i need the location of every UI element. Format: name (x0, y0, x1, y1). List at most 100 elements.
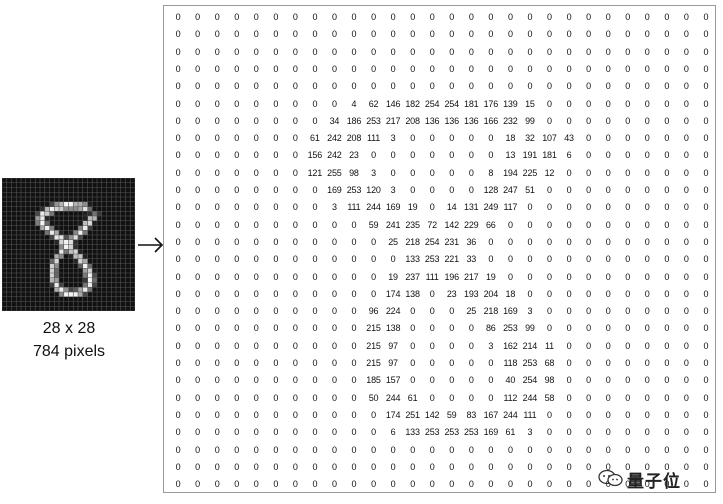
matrix-cell: 0 (214, 150, 220, 161)
matrix-cell: 0 (547, 12, 552, 22)
matrix-cell: 0 (410, 479, 415, 490)
matrix-cell: 244 (522, 392, 538, 403)
pixel-cell (49, 263, 55, 269)
matrix-cell: 58 (544, 392, 555, 403)
matrix-cell: 0 (566, 46, 572, 57)
matrix-cell: 0 (175, 461, 181, 472)
matrix-cell: 120 (366, 185, 381, 195)
matrix-cell: 0 (605, 219, 611, 230)
matrix-cell: 0 (664, 461, 670, 472)
pixel-cell (59, 206, 64, 212)
matrix-cell: 0 (644, 133, 650, 144)
matrix-cell: 0 (234, 254, 240, 265)
pixel-cell (87, 268, 93, 273)
matrix-cell: 0 (449, 375, 455, 386)
matrix-cell: 0 (566, 81, 572, 92)
matrix-cell: 0 (234, 115, 240, 126)
matrix-cell: 0 (625, 271, 631, 282)
matrix-cell: 15 (525, 98, 535, 109)
matrix-cell: 242 (327, 150, 342, 161)
pixel-cell (59, 249, 64, 254)
pixel-cell (59, 254, 64, 259)
matrix-cell: 0 (644, 392, 650, 403)
matrix-cell: 0 (312, 81, 318, 92)
pixel-cell (73, 258, 78, 264)
pixel-cell (82, 273, 88, 278)
matrix-cell: 225 (522, 167, 538, 178)
matrix-cell: 0 (312, 236, 318, 247)
matrix-cell: 0 (527, 271, 533, 282)
matrix-cell: 0 (234, 479, 240, 490)
matrix-cell: 0 (625, 288, 631, 299)
matrix-cell: 0 (273, 115, 279, 126)
matrix-cell: 0 (312, 202, 318, 213)
matrix-cell: 0 (234, 271, 240, 282)
matrix-cell: 0 (175, 392, 181, 403)
matrix-cell: 96 (368, 306, 379, 317)
pixel-cell (54, 273, 59, 278)
matrix-cell: 0 (625, 427, 631, 438)
matrix-cell: 0 (664, 358, 670, 368)
matrix-cell: 0 (351, 46, 357, 57)
matrix-cell: 0 (683, 358, 689, 368)
matrix-cell: 0 (312, 115, 318, 126)
pixel-cell (78, 225, 83, 231)
matrix-cell: 174 (385, 409, 401, 420)
matrix-cell: 0 (312, 340, 318, 351)
matrix-cell: 0 (644, 358, 650, 368)
matrix-cell: 0 (488, 133, 494, 144)
matrix-cell: 0 (429, 12, 435, 22)
matrix-cell: 0 (390, 479, 396, 490)
matrix-cell: 62 (368, 98, 379, 109)
matrix-cell: 0 (175, 81, 181, 92)
matrix-cell: 0 (429, 185, 435, 195)
matrix-cell: 0 (703, 115, 709, 126)
matrix-cell: 0 (429, 202, 435, 213)
matrix-cell: 0 (625, 150, 631, 161)
pixel-cell (73, 254, 78, 259)
matrix-cell: 0 (664, 306, 670, 317)
pixel-cell (40, 230, 45, 235)
pixel-cell (54, 239, 59, 245)
matrix-cell: 0 (644, 461, 650, 472)
matrix-cell: 0 (175, 427, 181, 438)
matrix-cell: 0 (566, 202, 572, 213)
matrix-cell: 121 (307, 167, 323, 178)
pixel-cell (44, 206, 50, 212)
matrix-cell: 0 (195, 358, 200, 368)
matrix-cell: 0 (351, 340, 357, 351)
matrix-cell: 0 (253, 392, 259, 403)
matrix-cell: 162 (503, 340, 518, 351)
matrix-cell: 0 (410, 375, 415, 386)
matrix-cell: 136 (444, 115, 459, 126)
pixel-cell (54, 268, 59, 273)
matrix-cell: 181 (542, 150, 557, 161)
matrix-cell: 0 (214, 254, 220, 265)
matrix-cell: 0 (527, 81, 533, 92)
matrix-cell: 0 (175, 133, 181, 144)
matrix-cell: 0 (214, 358, 220, 368)
matrix-cell: 0 (644, 98, 650, 109)
matrix-cell: 0 (351, 306, 357, 317)
matrix-cell: 0 (586, 323, 591, 334)
pixel-cell (40, 225, 45, 231)
pixel-cell (40, 220, 45, 226)
matrix-cell: 0 (449, 150, 455, 161)
matrix-cell: 0 (683, 288, 689, 299)
matrix-cell: 0 (214, 236, 220, 247)
matrix-cell: 0 (586, 98, 591, 109)
matrix-cell: 0 (586, 409, 591, 420)
matrix-cell: 0 (253, 271, 259, 282)
matrix-cell: 0 (547, 115, 552, 126)
matrix-cell: 0 (664, 150, 670, 161)
matrix-cell: 0 (273, 323, 279, 334)
matrix-cell: 43 (564, 133, 574, 144)
matrix-cell: 0 (507, 479, 513, 490)
matrix-cell: 0 (234, 12, 240, 22)
matrix-cell: 0 (566, 167, 572, 178)
matrix-cell: 0 (703, 29, 709, 40)
matrix-cell: 221 (444, 254, 459, 265)
matrix-cell: 0 (605, 115, 611, 126)
matrix-cell: 0 (195, 150, 200, 161)
matrix-cell: 0 (586, 254, 591, 265)
